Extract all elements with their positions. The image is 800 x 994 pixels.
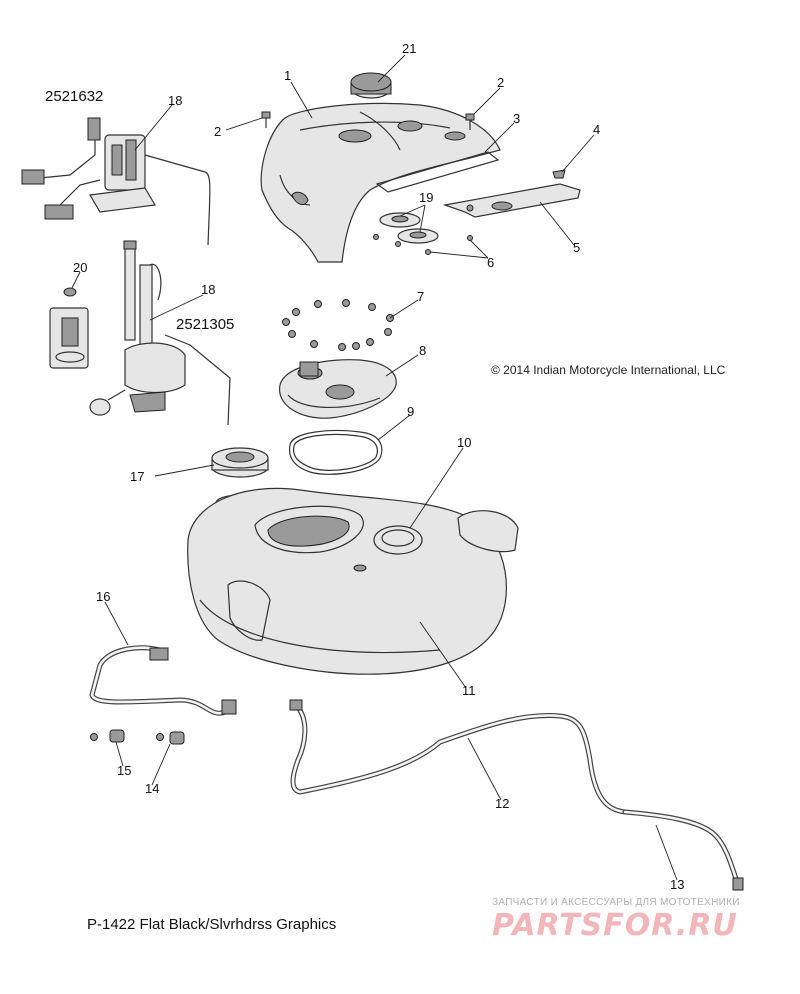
kit-number-lower: 2521305 — [176, 316, 235, 333]
part-13-fuel-line — [622, 809, 744, 891]
callout-12: 12 — [495, 796, 510, 811]
callout-2-right: 2 — [497, 75, 505, 90]
callout-18-upper: 18 — [168, 93, 183, 108]
part-16-fuel-line — [89, 645, 237, 716]
watermark-logo: PARTSFOR.RU — [492, 908, 738, 943]
callout-15: 15 — [117, 763, 132, 778]
diagram-caption: P-1422 Flat Black/Slvrhdrss Graphics — [87, 916, 337, 933]
part-11-fuel-tank — [187, 487, 519, 675]
part-6-screws — [373, 234, 473, 255]
callout-18-lower: 18 — [201, 282, 216, 297]
callout-1: 1 — [284, 68, 292, 83]
callout-8: 8 — [419, 343, 427, 358]
part-2-screws — [261, 111, 475, 130]
callout-4: 4 — [593, 122, 601, 137]
callout-2-left: 2 — [214, 124, 222, 139]
callout-7: 7 — [417, 289, 425, 304]
kit-number-upper: 2521632 — [45, 88, 104, 105]
leader-lines — [71, 54, 678, 881]
part-20-fuel-filter — [49, 287, 89, 369]
callout-3: 3 — [513, 111, 521, 126]
copyright-notice: © 2014 Indian Motorcycle International, … — [491, 363, 726, 377]
part-15-fitting — [90, 729, 125, 743]
callout-10: 10 — [457, 435, 472, 450]
part-14-fitting — [156, 731, 185, 745]
callout-9: 9 — [407, 404, 415, 419]
part-7-nuts — [282, 299, 394, 351]
callout-17: 17 — [130, 469, 145, 484]
callout-6: 6 — [487, 255, 495, 270]
part-18-pump-lower — [89, 240, 231, 426]
part-5-mount-plate — [442, 183, 581, 218]
part-3-trim-strip — [375, 151, 500, 193]
callout-16: 16 — [96, 589, 111, 604]
part-12-fuel-line — [289, 699, 628, 815]
part-19-mounts — [379, 212, 439, 244]
callout-19: 19 — [419, 190, 434, 205]
part-10-cover — [373, 525, 423, 555]
part-18-pump-upper — [21, 117, 211, 246]
callout-13: 13 — [670, 877, 685, 892]
part-9-gasket — [288, 429, 383, 475]
callout-21: 21 — [402, 41, 417, 56]
watermark-tagline: ЗАПЧАСТИ И АКСЕССУАРЫ ДЛЯ МОТОТЕХНИКИ — [492, 897, 740, 908]
callout-5: 5 — [573, 240, 581, 255]
callout-20: 20 — [73, 260, 88, 275]
part-8-sender-plate — [279, 359, 397, 419]
callout-11: 11 — [462, 683, 476, 698]
callout-14: 14 — [145, 781, 160, 796]
part-21-gauge — [350, 72, 392, 99]
